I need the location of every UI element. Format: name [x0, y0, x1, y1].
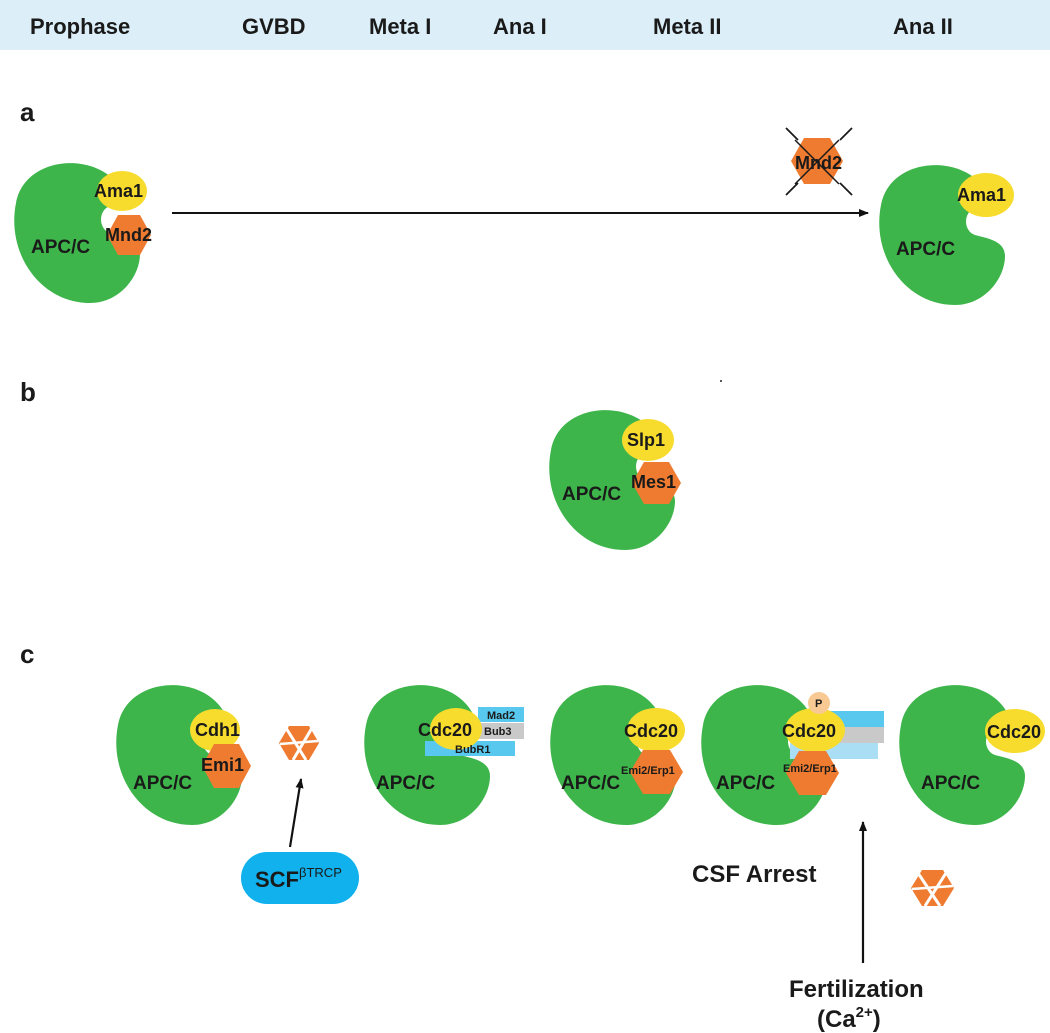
ama1-label: Ama1 [957, 185, 1006, 205]
phase-label-ana-ii: Ana II [893, 14, 953, 39]
apc-label: APC/C [561, 773, 620, 794]
apc-label: APC/C [376, 773, 435, 794]
scf-btrcp-complex: SCFβTRCP [241, 852, 359, 904]
emi2-hexagon [630, 750, 683, 794]
fragment-crack [916, 872, 942, 907]
ama1-label: Ama1 [94, 181, 143, 201]
mad2-label: Mad2 [487, 710, 515, 722]
bub3-label: Bub3 [484, 726, 512, 738]
emi2-hexagon [786, 751, 839, 795]
mnd2-hexagon [107, 215, 151, 255]
cdh1-subunit [190, 709, 240, 751]
fragment-crack [923, 872, 948, 907]
panel-b-apc-complex: Slp1 Mes1 APC/C [549, 410, 681, 550]
emi2-label: Emi2/Erp1 [783, 763, 837, 775]
scf-label: SCFβTRCP [255, 865, 342, 892]
phase-label-meta-i: Meta I [369, 14, 431, 39]
panel-c-apc-cdc20-ana-ii: Cdc20 APC/C [899, 685, 1045, 825]
cdh1-label: Cdh1 [195, 720, 240, 740]
mnd2-label: Mnd2 [105, 225, 152, 245]
phase-label-meta-ii: Meta II [653, 14, 721, 39]
cdc20-label: Cdc20 [987, 722, 1041, 742]
apc-label: APC/C [716, 773, 775, 794]
fertilization-label: Fertilization [789, 976, 924, 1003]
cdc20-subunit [430, 708, 482, 750]
phosphate-label: P [815, 698, 822, 710]
phase-label-prophase: Prophase [30, 14, 130, 39]
panel-label-a: a [20, 97, 35, 127]
emi1-hexagon [202, 744, 251, 788]
cdc20-subunit [627, 708, 685, 752]
fragment-crack [911, 884, 954, 891]
panel-c-apc-cdc20-mcc: Cdc20 Mad2 Bub3 BubR1 APC/C [364, 685, 524, 825]
csf-arrest-label: CSF Arrest [692, 861, 816, 888]
degraded-mnd2: Mnd2 [785, 127, 853, 196]
panel-c-apc-cdh1-emi1: Cdh1 Emi1 APC/C [116, 685, 251, 825]
slp1-label: Slp1 [627, 430, 665, 450]
apc-label: APC/C [921, 773, 980, 794]
burst-line [839, 182, 853, 196]
panel-label-b: b [20, 377, 36, 407]
bubr1-label: BubR1 [455, 744, 490, 756]
slp1-subunit [622, 419, 674, 461]
apc-label: APC/C [896, 239, 955, 260]
cdc20-label: Cdc20 [782, 721, 836, 741]
phosphate-badge [808, 692, 830, 714]
ama1-subunit [958, 173, 1014, 217]
mad2-bar [478, 707, 524, 722]
emi1-label: Emi1 [201, 755, 244, 775]
burst-line [839, 127, 853, 141]
panel-c-apc-csf-arrest: P Cdc20 Emi2/Erp1 APC/C [701, 685, 884, 825]
mes1-label: Mes1 [631, 472, 676, 492]
cross-line [794, 139, 840, 185]
panel-c-apc-cdc20-emi2: Cdc20 Emi2/Erp1 APC/C [550, 685, 685, 825]
degraded-emi1-fragment [279, 726, 319, 761]
panel-a-apc-complex-ana-ii: Ama1 APC/C [879, 165, 1014, 305]
mnd2-label: Mnd2 [795, 153, 842, 173]
panel-a-apc-complex-prophase: Ama1 Mnd2 APC/C [14, 163, 152, 303]
fragment-crack [279, 739, 319, 746]
degraded-emi2-fragment [911, 870, 954, 907]
apc-label: APC/C [562, 484, 621, 505]
scf-pill [241, 852, 359, 904]
phase-label-ana-i: Ana I [493, 14, 547, 39]
cdc20-subunit [785, 708, 845, 752]
fragment-crack [284, 727, 308, 761]
apc-label: APC/C [31, 237, 90, 258]
stray-dot [720, 380, 722, 382]
cdc20-label: Cdc20 [624, 721, 678, 741]
fragment-crack [291, 727, 314, 761]
calcium-label: (Ca2+) [817, 1004, 881, 1033]
burst-line [785, 182, 799, 196]
cdc20-label: Cdc20 [418, 720, 472, 740]
phase-label-gvbd: GVBD [242, 14, 306, 39]
scf-arrow [288, 778, 304, 848]
cdc20-subunit [985, 709, 1045, 753]
apc-shape [899, 685, 1025, 825]
apc-label: APC/C [133, 773, 192, 794]
panel-label-c: c [20, 639, 34, 669]
phase-header-band [0, 0, 1050, 50]
emi2-label: Emi2/Erp1 [621, 765, 675, 777]
burst-line [785, 127, 799, 141]
mes1-hexagon [632, 462, 681, 504]
ama1-subunit [97, 171, 147, 211]
bub3-bar [478, 723, 524, 739]
